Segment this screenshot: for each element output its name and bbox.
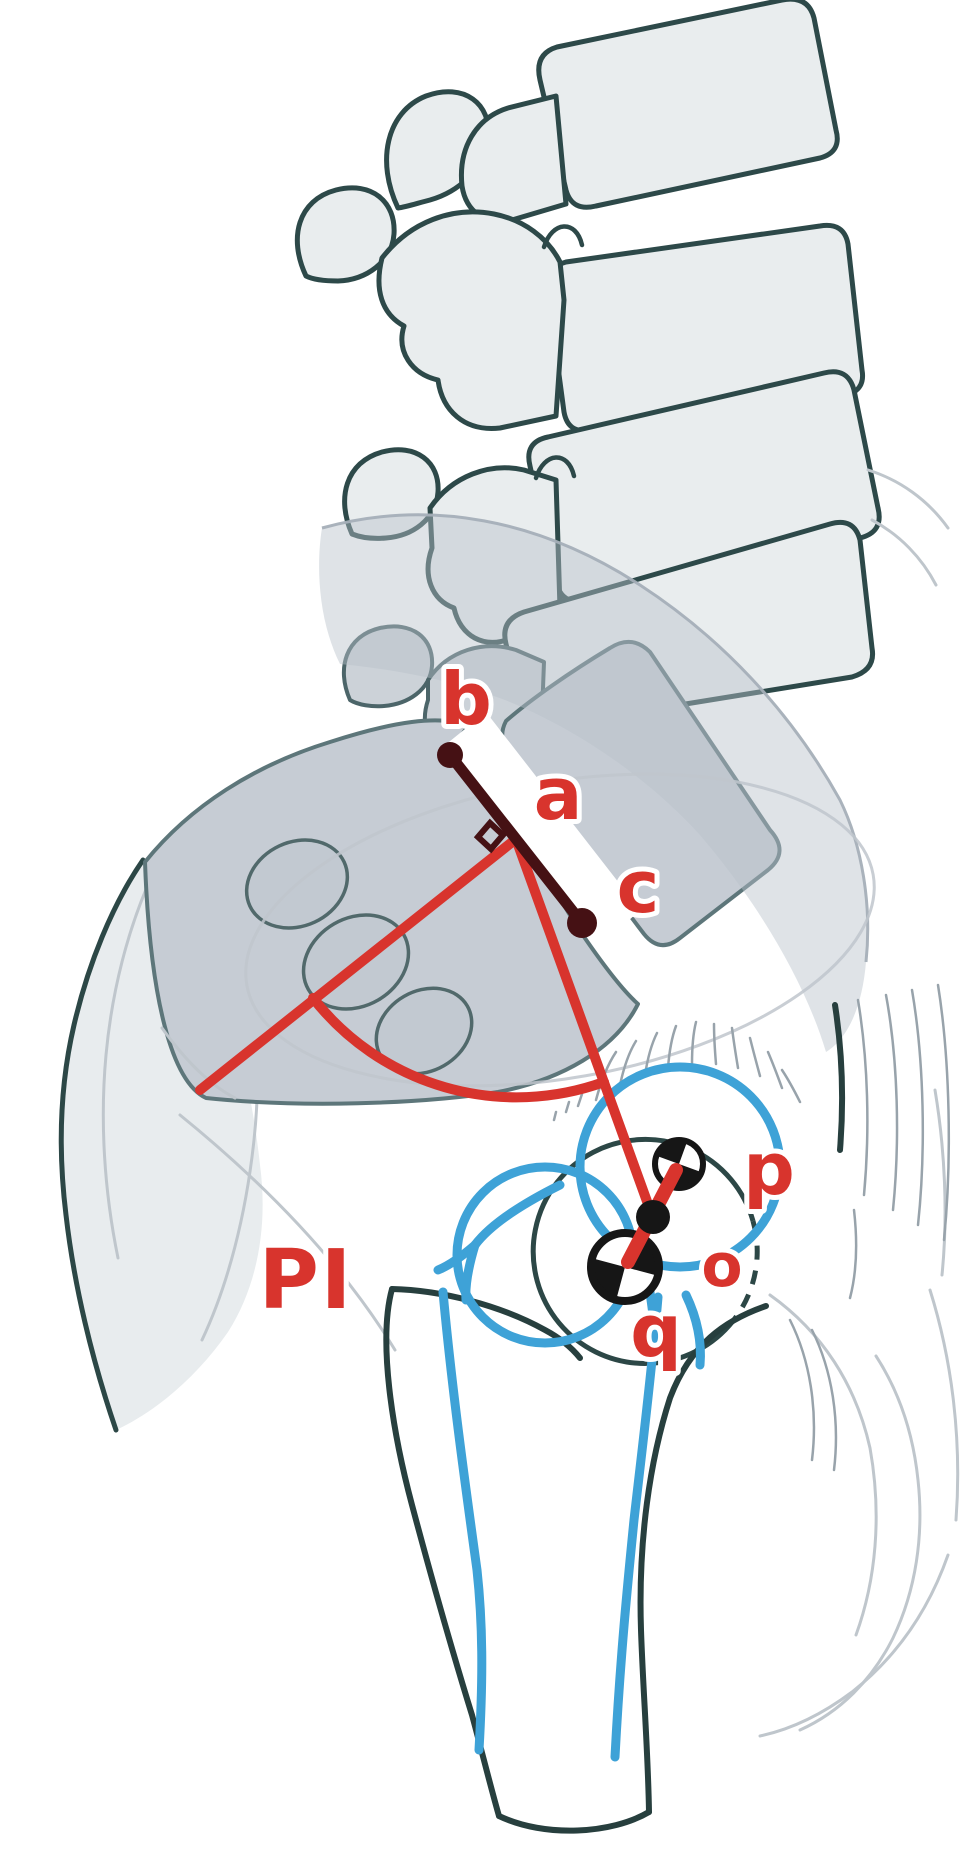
femur-bottom-edge [496,1809,652,1834]
femoral-head-blue-circle [575,1062,785,1272]
hatching-strokes [552,983,951,1472]
ghost-femur-right [928,1288,960,1522]
femur-right-edge [637,1303,769,1815]
sacrum-inner-curve [160,1026,237,1100]
pi-angle-lines [195,834,658,1223]
ghost-femur-inner [798,1354,922,1732]
femur-blue-line-left [438,1287,487,1755]
label-pi: PI [259,1233,354,1328]
ghost-femur-bottom [758,1553,950,1738]
hip-center-dot-o [636,1200,670,1234]
pi-construction [195,742,706,1305]
sacral-endplate [437,742,597,938]
vertebra-2-spinous-process [294,185,397,284]
lumbar-vertebrae [294,0,882,730]
neck-blue-stem-2 [681,1290,705,1370]
neck-blue-stem-1 [645,1287,662,1357]
q-marker-ring [587,1229,663,1305]
triradiate-blue-line-1 [470,1180,565,1250]
p-marker-ring [652,1137,706,1191]
endplate-point-c-dot [567,908,597,938]
tail-dark-edge [58,857,146,1433]
ghost-femur-outer [768,1293,878,1637]
triradiate-blue-line-3 [433,1240,480,1275]
disc-space-white [444,712,640,947]
pelvic-brim-ghost [178,1113,397,1352]
tail-inner-line-1 [101,878,152,1260]
endplate-perpendicular-line [195,834,521,1095]
intertrochanteric-line [389,1286,583,1361]
iliac-crest-edge [321,513,870,963]
femur-blue-line-right [610,1292,663,1762]
right-ghost-2 [870,518,938,587]
iliac-wing-overlay [319,514,868,1052]
femur-outline [383,1286,769,1834]
hip-axis-line [511,834,658,1223]
label-p: p [743,1127,795,1211]
femur-left-edge [383,1286,502,1819]
sacrum [143,718,640,1106]
label-b: b [440,657,492,741]
sacral-endplate-line [444,749,588,929]
vertebra-2-articular-process [376,209,567,431]
labels: b a c p o q PI [254,652,800,1378]
right-ghost-3 [933,1088,947,1277]
right-ghost-1 [866,468,950,530]
facet-hook-2 [533,455,577,481]
vertebra-4-spinous-process [341,624,435,709]
label-q: q [630,1289,682,1373]
vertebra-1-body [536,0,840,210]
acetabulum-rim-line [832,1002,846,1153]
pi-angle-arc [308,993,609,1103]
sacrum-body [143,718,640,1106]
label-a: a [534,752,583,836]
right-angle-marker [473,818,508,854]
label-o: o [701,1231,742,1301]
vertebra-3-articular-process [425,465,563,645]
facet-hook-1 [541,224,585,250]
endplate-point-b-dot [437,742,463,768]
blue-circles [433,1062,785,1762]
label-c: c [617,845,660,929]
